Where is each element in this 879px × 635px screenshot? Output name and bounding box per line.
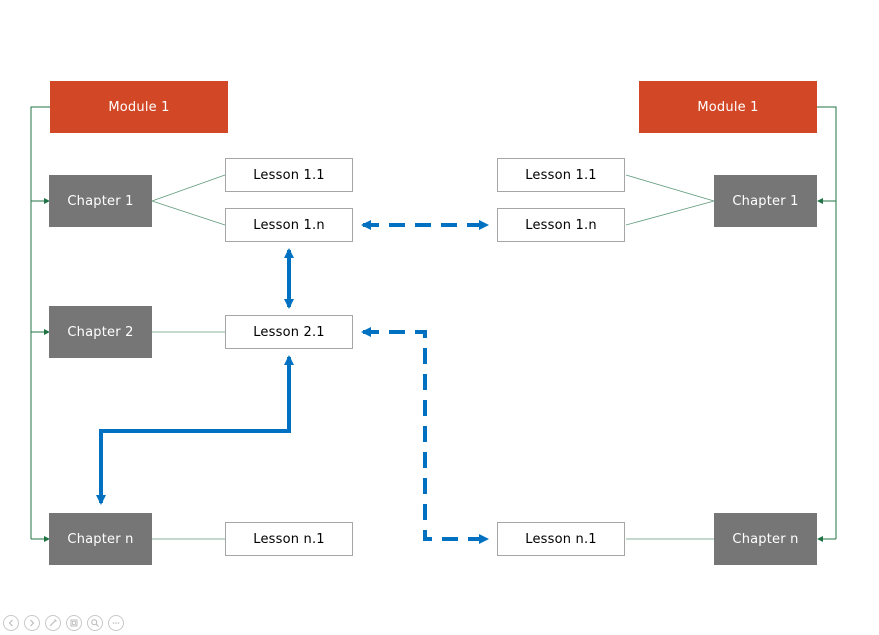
right-module-box: Module 1 [639, 81, 817, 133]
slides-icon[interactable] [66, 615, 82, 631]
right-link-ch1-lesson-1-1 [625, 174, 715, 202]
left-spine-line [30, 106, 50, 539]
right-lesson-lines [625, 174, 715, 540]
left-lesson-2-1-box: Lesson 2.1 [225, 315, 353, 349]
left-module-box: Module 1 [50, 81, 228, 133]
next-icon[interactable] [24, 615, 40, 631]
left-lesson-1-n-label: Lesson 1.n [253, 217, 325, 233]
left-module-label: Module 1 [108, 99, 170, 115]
zoom-icon[interactable] [87, 615, 103, 631]
left-lesson-n-1-box: Lesson n.1 [225, 522, 353, 556]
right-lesson-1-n-box: Lesson 1.n [497, 208, 625, 242]
right-chapter-1-box: Chapter 1 [714, 175, 817, 227]
right-lesson-1-1-label: Lesson 1.1 [525, 167, 597, 183]
right-chapter-1-label: Chapter 1 [732, 193, 799, 209]
left-lesson-1-n-box: Lesson 1.n [225, 208, 353, 242]
more-options-icon[interactable] [108, 615, 124, 631]
left-link-ch1-lesson-1-n [151, 200, 226, 226]
solid-link-arrows [96, 248, 294, 505]
left-chapter-1-box: Chapter 1 [49, 175, 152, 227]
right-lesson-n-1-box: Lesson n.1 [497, 522, 625, 556]
right-chapter-n-box: Chapter n [714, 513, 817, 565]
previous-icon[interactable] [3, 615, 19, 631]
right-link-ch1-lesson-1-n [625, 200, 715, 226]
left-chapter-2-box: Chapter 2 [49, 306, 152, 358]
right-lesson-n-1-label: Lesson n.1 [525, 531, 597, 547]
left-lesson-n-1-label: Lesson n.1 [253, 531, 325, 547]
right-tree-lines [817, 106, 837, 542]
right-lesson-1-n-label: Lesson 1.n [525, 217, 597, 233]
left-chapter-n-box: Chapter n [49, 513, 152, 565]
left-chapter-n-label: Chapter n [67, 531, 134, 547]
right-lesson-1-1-box: Lesson 1.1 [497, 158, 625, 192]
right-spine-line [817, 106, 837, 539]
left-chapter-2-label: Chapter 2 [67, 324, 134, 340]
left-chapter-1-label: Chapter 1 [67, 193, 134, 209]
pen-icon[interactable] [45, 615, 61, 631]
slideshow-toolbar [3, 615, 124, 633]
left-tree-lines [30, 106, 50, 542]
left-lesson-1-1-box: Lesson 1.1 [225, 158, 353, 192]
dashed-link-arrows [361, 220, 489, 544]
dashed-arrow-lesson-2-1-to-lesson-n-1 [361, 327, 489, 544]
right-module-label: Module 1 [697, 99, 759, 115]
left-lesson-lines [151, 174, 226, 540]
left-lesson-2-1-label: Lesson 2.1 [253, 324, 325, 340]
right-chapter-n-label: Chapter n [732, 531, 799, 547]
arrow-lesson-2-1-to-chapter-n [96, 355, 294, 505]
left-link-ch1-lesson-1-1 [151, 174, 226, 202]
left-lesson-1-1-label: Lesson 1.1 [253, 167, 325, 183]
